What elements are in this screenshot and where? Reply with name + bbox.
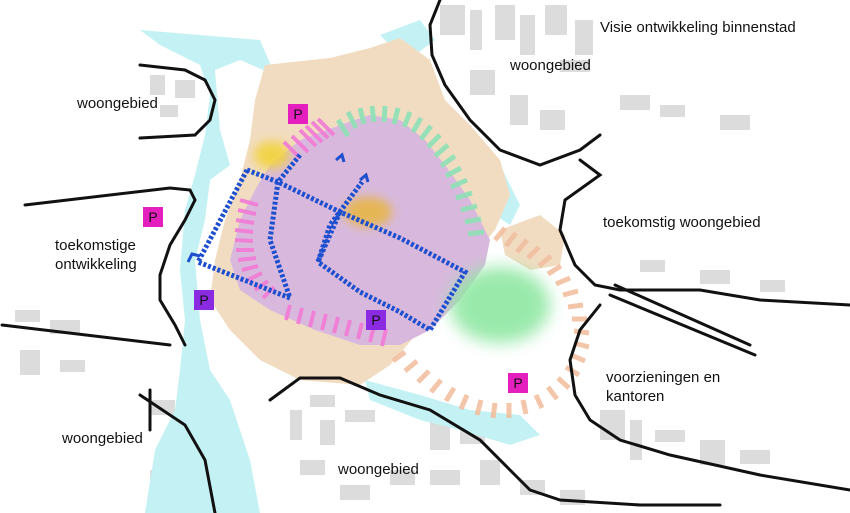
parking-icon: P [194, 290, 214, 310]
label-toekomstig-woongebied: toekomstig woongebied [603, 214, 761, 231]
parking-icon: P [143, 207, 163, 227]
label-ontwikkeling: ontwikkeling [55, 256, 137, 273]
orange-stripe-band [391, 226, 590, 419]
parking-icon: P [366, 310, 386, 330]
green-stripe-band [335, 105, 485, 237]
label-toekomstige: toekomstige [55, 237, 136, 254]
buildings-layer [15, 5, 785, 505]
route-markers [186, 152, 370, 263]
label-voorzieningen: voorzieningen en [606, 369, 721, 386]
label-woongebied-bottom-left: woongebied [62, 430, 143, 447]
label-kantoren: kantoren [606, 388, 665, 405]
city-core [230, 115, 490, 345]
label-woongebied-bottom: woongebied [338, 461, 419, 478]
park-area [450, 267, 550, 343]
walking-route [194, 153, 469, 334]
parking-icon: P [288, 104, 308, 124]
label-woongebied-top: woongebied [510, 57, 591, 74]
parking-icon: P [508, 373, 528, 393]
map-title: Visie ontwikkeling binnenstad [600, 19, 796, 36]
label-woongebied-left: woongebied [77, 95, 158, 112]
hotspot-north [254, 141, 290, 169]
hotspot-center [344, 197, 392, 227]
